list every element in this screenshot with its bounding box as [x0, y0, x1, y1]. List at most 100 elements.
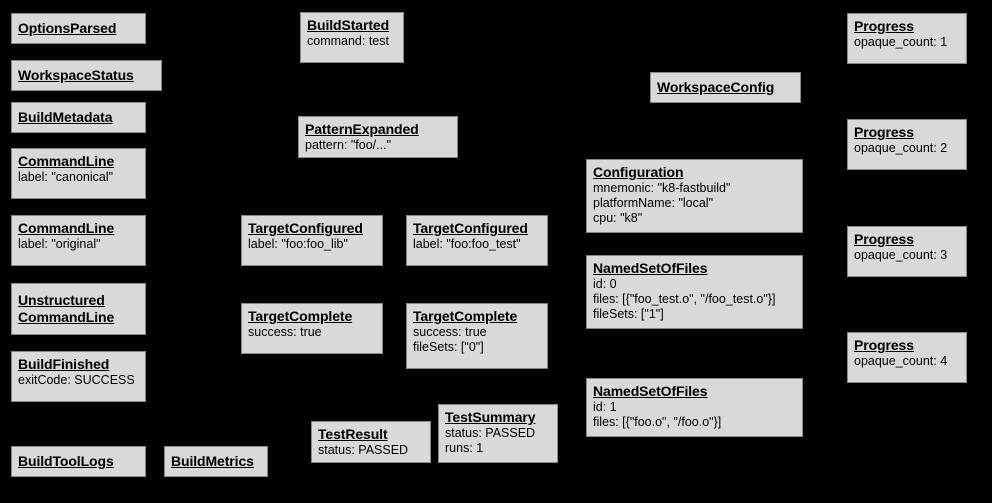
- node-title-row: TestResult: [318, 426, 425, 443]
- node-title-row: TargetConfigured: [248, 220, 377, 237]
- node-title-row: Configuration: [593, 164, 797, 181]
- node-title-row: BuildMetrics: [171, 453, 254, 470]
- node-build-metadata[interactable]: BuildMetadata: [11, 102, 146, 133]
- node-fields: opaque_count: 2: [854, 141, 961, 156]
- node-title: BuildStarted: [307, 17, 390, 33]
- node-fields: label: "foo:foo_test": [413, 237, 542, 252]
- node-title-row: CommandLine: [18, 153, 140, 170]
- node-field: files: [{"foo.o", "/foo.o"}]: [593, 415, 722, 429]
- node-title-row: Progress: [854, 18, 961, 35]
- node-build-tool-logs[interactable]: BuildToolLogs: [11, 446, 146, 477]
- node-title: WorkspaceStatus: [18, 67, 134, 83]
- node-title: Progress: [854, 337, 914, 353]
- node-title: Progress: [854, 231, 914, 247]
- node-workspace-config[interactable]: WorkspaceConfig: [650, 72, 801, 103]
- node-field: opaque_count: 3: [854, 248, 948, 262]
- node-fields: status: PASSED: [318, 443, 425, 458]
- node-title: Progress: [854, 18, 914, 34]
- node-title: PatternExpanded: [305, 121, 419, 137]
- node-field: cpu: "k8": [593, 211, 643, 225]
- node-fields: opaque_count: 1: [854, 35, 961, 50]
- node-title: TestResult: [318, 426, 388, 442]
- node-field: fileSets: ["0"]: [413, 340, 484, 354]
- node-title: CommandLine: [18, 220, 115, 236]
- node-title: CommandLine: [18, 153, 115, 169]
- node-fields: command: test: [307, 34, 398, 49]
- node-title-row: Progress: [854, 337, 961, 354]
- node-title: BuildFinished: [18, 356, 110, 372]
- node-field: opaque_count: 4: [854, 354, 948, 368]
- node-title: Progress: [854, 124, 914, 140]
- node-title-row: NamedSetOfFiles: [593, 383, 797, 400]
- node-title-row: TargetComplete: [413, 308, 542, 325]
- node-fields: label: "foo:foo_lib": [248, 237, 377, 252]
- node-workspace-status[interactable]: WorkspaceStatus: [11, 60, 162, 91]
- node-title-row: Progress: [854, 231, 961, 248]
- node-title: TargetConfigured: [248, 220, 363, 236]
- node-field: opaque_count: 1: [854, 35, 948, 49]
- node-title: BuildMetadata: [18, 109, 113, 125]
- node-build-metrics[interactable]: BuildMetrics: [164, 446, 268, 477]
- node-field: status: PASSED: [318, 443, 409, 457]
- node-title-row: BuildMetadata: [18, 109, 112, 126]
- node-title-row: PatternExpanded: [305, 121, 452, 138]
- node-title: BuildMetrics: [171, 453, 254, 469]
- node-unstructured-command-line[interactable]: Unstructured CommandLine: [11, 283, 146, 335]
- node-fields: pattern: "foo/...": [305, 138, 452, 153]
- node-field: opaque_count: 2: [854, 141, 948, 155]
- node-field: mnemonic: "k8-fastbuild": [593, 181, 731, 195]
- node-title: OptionsParsed: [18, 20, 117, 36]
- node-title-row: CommandLine: [18, 220, 140, 237]
- node-field: success: true: [248, 325, 322, 339]
- node-fields: opaque_count: 3: [854, 248, 961, 263]
- node-title-row: OptionsParsed: [18, 20, 116, 37]
- node-title-row: WorkspaceConfig: [657, 79, 774, 96]
- node-title-row: Unstructured CommandLine: [18, 292, 114, 326]
- node-field: label: "foo:foo_lib": [248, 237, 348, 251]
- node-fields: label: "canonical": [18, 170, 140, 185]
- node-field: runs: 1: [445, 441, 484, 455]
- node-title: Configuration: [593, 164, 684, 180]
- node-title-row: BuildToolLogs: [18, 453, 114, 470]
- node-field: status: PASSED: [445, 426, 536, 440]
- node-title-row: WorkspaceStatus: [18, 67, 134, 84]
- node-title-row: TargetConfigured: [413, 220, 542, 237]
- node-title: TargetComplete: [248, 308, 353, 324]
- node-options-parsed[interactable]: OptionsParsed: [11, 13, 146, 44]
- node-field: id: 0: [593, 277, 617, 291]
- node-fields: opaque_count: 4: [854, 354, 961, 369]
- node-fields: label: "original": [18, 237, 140, 252]
- node-title: NamedSetOfFiles: [593, 383, 708, 399]
- node-title-row: BuildStarted: [307, 17, 398, 34]
- node-title-row: Progress: [854, 124, 961, 141]
- node-field: success: true: [413, 325, 487, 339]
- node-field: pattern: "foo/...": [305, 138, 392, 152]
- node-field: command: test: [307, 34, 389, 48]
- node-field: label: "foo:foo_test": [413, 237, 521, 251]
- node-title-row: TestSummary: [445, 409, 552, 426]
- node-field: label: "canonical": [18, 170, 114, 184]
- node-title: TestSummary: [445, 409, 536, 425]
